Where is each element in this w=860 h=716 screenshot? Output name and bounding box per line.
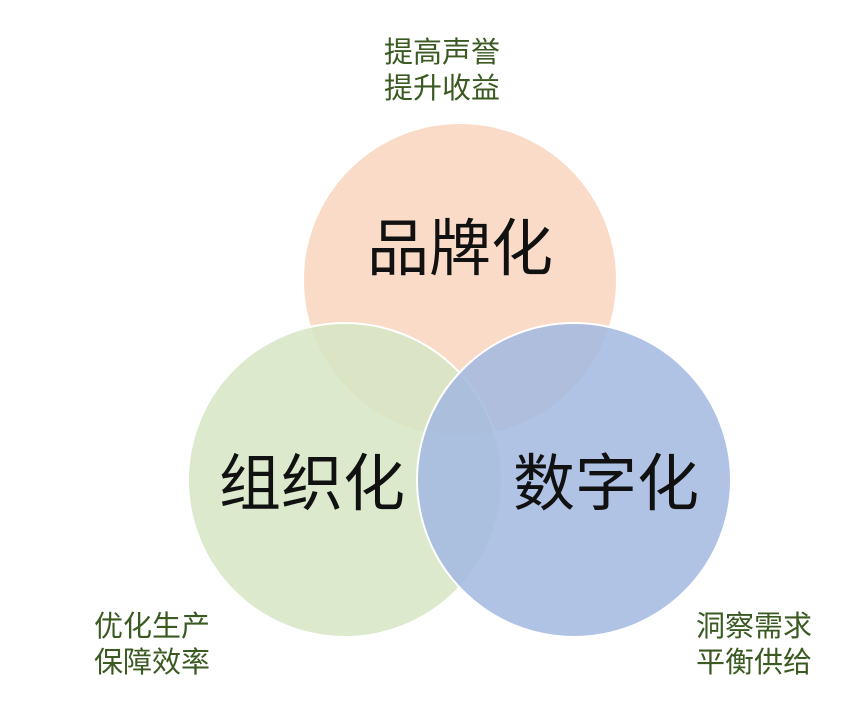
note-org: 优化生产 保障效率 <box>94 608 210 680</box>
note-brand: 提高声誉 提升收益 <box>384 34 500 106</box>
circle-title-digital: 数字化 <box>513 447 699 520</box>
note-digital-line2: 平衡供给 <box>696 645 813 679</box>
circle-title-org: 组织化 <box>219 447 405 520</box>
note-org-line2: 保障效率 <box>94 645 211 679</box>
circles-layer <box>187 122 732 638</box>
titles-layer: 品牌化 组织化 数字化 <box>219 212 699 520</box>
note-org-line1: 优化生产 <box>94 609 211 643</box>
circle-digital <box>416 322 732 638</box>
circle-title-brand: 品牌化 <box>367 212 553 285</box>
note-digital: 洞察需求 平衡供给 <box>696 608 812 680</box>
note-brand-line1: 提高声誉 <box>384 35 501 69</box>
note-digital-line1: 洞察需求 <box>696 609 813 643</box>
note-brand-line2: 提升收益 <box>384 71 501 105</box>
